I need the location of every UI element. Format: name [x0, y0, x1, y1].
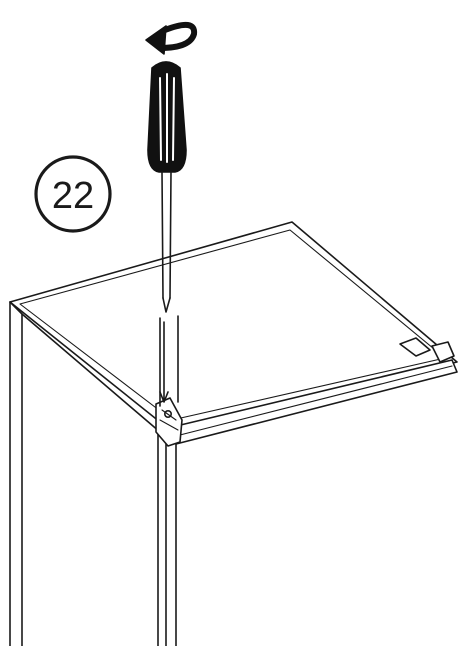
door-top-strip-inner	[175, 365, 453, 437]
step-badge: 22	[34, 155, 112, 233]
hinge-left-detail	[159, 409, 179, 431]
step-number: 22	[52, 175, 94, 217]
hinge-right	[431, 341, 455, 363]
screwdriver-tip	[162, 297, 171, 313]
hinge-screw	[164, 409, 173, 418]
step-circle	[34, 155, 112, 233]
hinge-right-tab	[399, 337, 431, 357]
rotation-arrowhead	[145, 25, 167, 55]
insertion-arrow	[159, 321, 169, 403]
door-front-edge	[157, 431, 177, 646]
rotation-arc	[157, 21, 198, 51]
cabinet-left-side	[9, 301, 23, 646]
screwdriver	[147, 61, 187, 407]
cabinet-top-outline	[9, 221, 458, 431]
appliance-cabinet	[9, 221, 458, 646]
rotate-counterclockwise-icon	[145, 21, 198, 55]
cabinet-left-top-edge	[9, 301, 161, 433]
screwdriver-shaft	[161, 171, 172, 299]
screwdriver-handle-grooves	[159, 73, 175, 163]
